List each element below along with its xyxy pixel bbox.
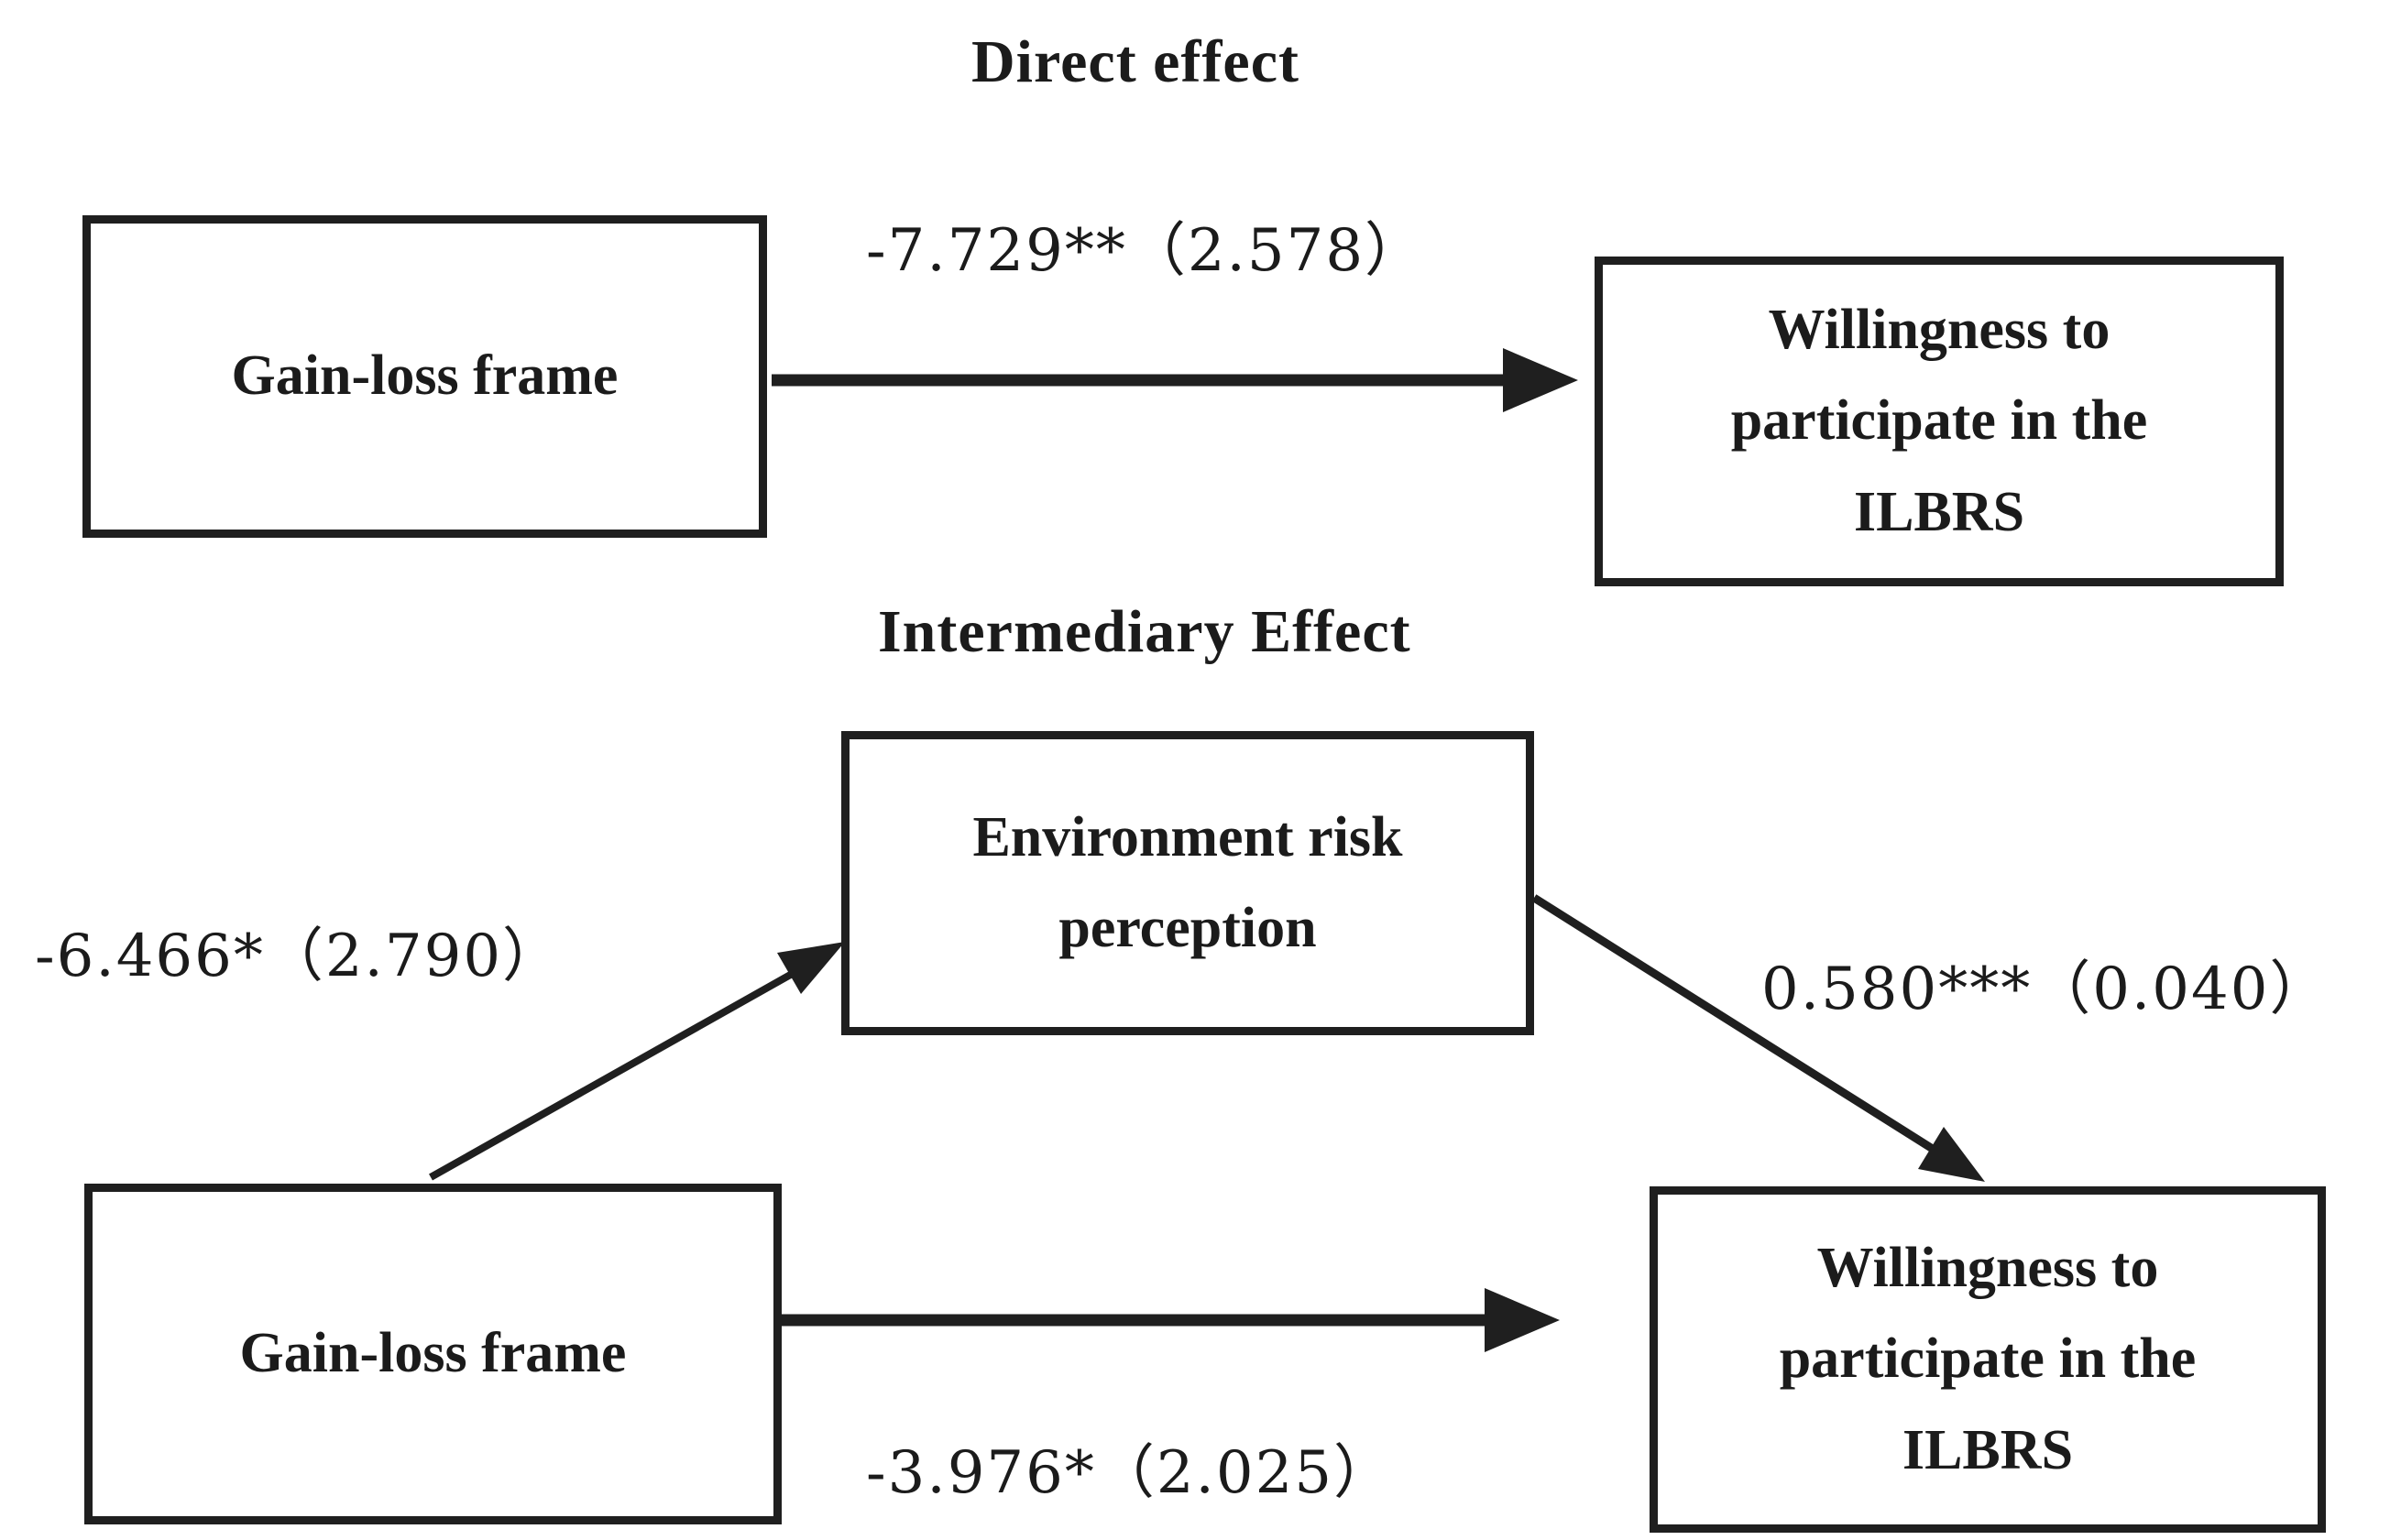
coef-label-c-prime: -3.976*（2.025） (866, 1439, 1395, 1507)
path-a-arrow-shaft (429, 969, 795, 1181)
node-label: Environment risk perception (972, 805, 1403, 959)
node-label: Gain-loss frame (231, 344, 619, 408)
path-b-arrow-shaft (1531, 894, 1938, 1154)
coef-label-path-a: -6.466*（2.790） (35, 923, 564, 990)
node-willingness-bottom: Willingness to participate in the ILBRS (1650, 1186, 2326, 1533)
section-title-direct-effect: Direct effect (971, 28, 1299, 95)
node-gain-loss-frame-top: Gain-loss frame (82, 215, 767, 538)
node-label: Gain-loss frame (239, 1322, 627, 1385)
c-prime-arrowhead (1485, 1288, 1560, 1352)
path-a-arrowhead (777, 942, 845, 994)
node-gain-loss-frame-bottom: Gain-loss frame (84, 1184, 782, 1524)
section-title-intermediary-effect: Intermediary Effect (878, 598, 1411, 665)
direct-effect-arrowhead (1503, 348, 1578, 412)
node-label: Willingness to participate in the ILBRS (1730, 299, 2148, 543)
coef-label-path-b: 0.580***（0.040） (1761, 956, 2330, 1023)
node-willingness-top: Willingness to participate in the ILBRS (1595, 257, 2284, 586)
node-environment-risk-perception: Environment risk perception (841, 731, 1534, 1035)
node-label: Willingness to participate in the ILBRS (1779, 1237, 2197, 1481)
path-b-arrowhead (1918, 1127, 1985, 1182)
coef-label-direct-effect: -7.729**（2.578） (866, 217, 1426, 285)
